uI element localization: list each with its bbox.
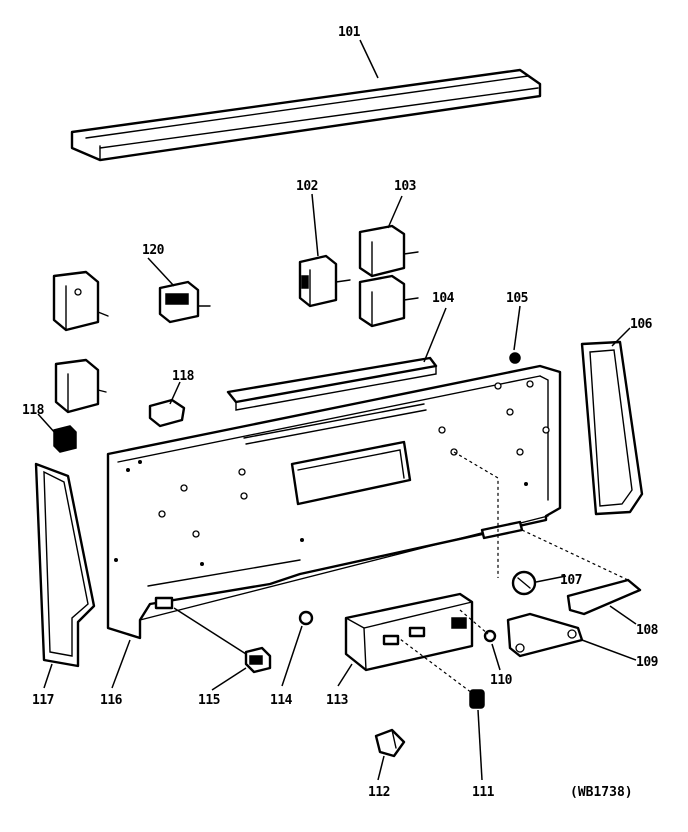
part-115-switch: [244, 646, 272, 674]
part-109-bracket: [506, 612, 584, 658]
part-101-trim: [70, 68, 542, 162]
part-103-switches: [358, 224, 419, 328]
leader-lines: [37, 39, 637, 781]
callout-116: 116: [100, 693, 123, 708]
callout-111: 111: [472, 785, 495, 800]
callout-labels: 101 102 103 104 105 106 107 108 109 110 …: [22, 25, 659, 800]
part-lower-left-switch: [54, 358, 107, 414]
part-118-light-lower: [53, 425, 77, 453]
part-106-endcap-right: [580, 340, 644, 516]
callout-118-lower: 118: [22, 403, 45, 418]
part-111-knob: [469, 689, 485, 709]
callout-117: 117: [32, 693, 54, 708]
part-116-control-panel: [106, 364, 562, 640]
callout-114: 114: [270, 693, 293, 708]
callout-107: 107: [560, 573, 582, 588]
callout-108: 108: [636, 623, 659, 638]
assembly-lines: [395, 451, 629, 697]
part-117-endcap-left: [34, 462, 96, 668]
callout-106: 106: [630, 317, 653, 332]
callout-113: 113: [326, 693, 348, 708]
part-112-knob: [374, 728, 406, 758]
part-120-switch: [158, 280, 211, 324]
callout-102: 102: [296, 179, 318, 194]
callout-118-upper: 118: [172, 369, 195, 384]
callout-110: 110: [490, 673, 513, 688]
callout-105: 105: [506, 291, 528, 306]
callout-104: 104: [432, 291, 455, 306]
part-107-knob: [511, 570, 537, 596]
callout-109: 109: [636, 655, 658, 670]
part-118-light-upper: [148, 398, 186, 428]
part-104-plate: [226, 356, 438, 411]
part-113-timer-module: [344, 592, 474, 672]
part-110-knob: [483, 629, 497, 643]
part-105-knob: [509, 352, 521, 364]
callout-112: 112: [368, 785, 390, 800]
callout-101: 101: [338, 25, 361, 40]
part-114-screw: [298, 610, 314, 626]
part-108-handle: [566, 578, 642, 616]
callout-120: 120: [142, 243, 165, 258]
callout-115: 115: [198, 693, 220, 708]
part-upper-left-switch: [52, 270, 109, 332]
part-102-switch: [298, 254, 351, 308]
reference-code: (WB1738): [570, 785, 633, 800]
callout-103: 103: [394, 179, 416, 194]
